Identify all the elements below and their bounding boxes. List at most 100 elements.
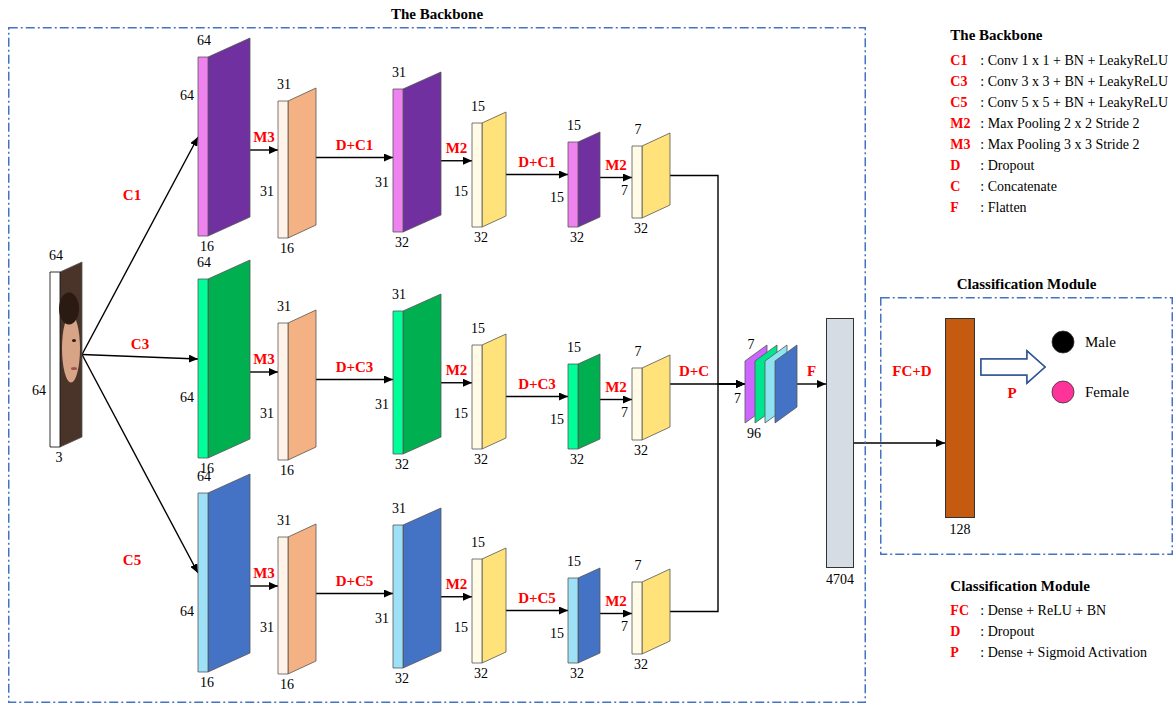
map-face — [642, 355, 670, 440]
dimension-label: 15 — [550, 412, 564, 428]
dimension-label: 31 — [392, 287, 406, 303]
legend-key: F — [950, 199, 959, 216]
feature-map-outline — [278, 524, 316, 674]
feature-map-outline — [198, 474, 250, 672]
edge-label: M3 — [251, 565, 277, 581]
map-face — [288, 88, 316, 238]
edge-label: M2 — [444, 362, 470, 378]
dimension-label: 15 — [567, 340, 581, 356]
class-dot — [1052, 331, 1074, 353]
block-arrow — [981, 351, 1045, 383]
feature-map-outline — [632, 355, 670, 440]
dimension-label: 7 — [621, 405, 628, 421]
edge-label: M2 — [603, 379, 629, 395]
legend-key: C — [950, 178, 960, 195]
legend-key: M2 — [950, 115, 970, 132]
map-depth-face — [472, 345, 482, 449]
legend-key: C1 — [950, 52, 967, 69]
feature-map-outline — [472, 548, 506, 663]
edge-label: M2 — [444, 140, 470, 156]
stacked-map — [775, 345, 797, 423]
dimension-label: 32 — [634, 221, 648, 237]
frame-heading: The Backbone — [391, 5, 483, 23]
dimension-label: 16 — [280, 677, 294, 693]
arrow-connector — [82, 355, 198, 360]
dense-vector-outline — [945, 318, 975, 518]
arrow-connector — [600, 613, 632, 614]
feature-map-outline — [393, 294, 441, 454]
arrow-connector — [506, 610, 568, 611]
feature-map: 646416 — [198, 38, 250, 236]
map-face — [288, 310, 316, 460]
arrow-connector — [316, 157, 393, 158]
edge-label: M2 — [603, 593, 629, 609]
feature-map: 313116 — [278, 524, 316, 674]
edge-label: C5 — [121, 552, 143, 568]
map-face — [288, 524, 316, 674]
map-face — [60, 262, 82, 447]
edge-label: F — [805, 363, 818, 379]
legend-key: C5 — [950, 94, 967, 111]
edge-label: D+C5 — [516, 590, 558, 606]
dimension-label: 32 — [395, 235, 409, 251]
feature-map: 151532 — [568, 354, 600, 449]
map-depth-face — [568, 364, 578, 449]
dimension-label: 128 — [950, 522, 971, 538]
face-eye — [72, 339, 76, 342]
dimension-label: 64 — [49, 248, 63, 264]
dimension-label: 7 — [621, 183, 628, 199]
dimension-label: 64 — [32, 383, 46, 399]
dimension-label: 32 — [634, 443, 648, 459]
legend-heading: Classification Module — [950, 578, 1090, 595]
output-class-outline — [1051, 380, 1075, 404]
arrow-connector — [441, 382, 472, 383]
dimension-label: 32 — [395, 457, 409, 473]
dimension-label: 64 — [197, 469, 211, 485]
feature-map: 313116 — [278, 310, 316, 460]
feature-map: 313132 — [393, 294, 441, 454]
edge-label: M2 — [444, 576, 470, 592]
arrow-connector — [506, 396, 568, 397]
dimension-label: 31 — [375, 397, 389, 413]
dimension-label: 15 — [550, 190, 564, 206]
face-skin — [62, 315, 80, 383]
dimension-label: 15 — [454, 184, 468, 200]
legend-description: : Dense + Sigmoid Activation — [980, 644, 1147, 661]
feature-map-outline — [198, 38, 250, 236]
map-depth-face — [278, 323, 288, 460]
dimension-label: 31 — [375, 175, 389, 191]
vector-bar — [827, 319, 854, 568]
feature-map: 313132 — [393, 508, 441, 668]
class-dot — [1052, 381, 1074, 403]
legend-description: : Flatten — [980, 199, 1026, 216]
class-name: Female — [1085, 384, 1129, 400]
legend-description: : Conv 3 x 3 + BN + LeakyReLU — [980, 73, 1168, 90]
backbone-frame: The Backbone6464364641631311631313215153… — [8, 27, 866, 703]
vector-bar — [946, 319, 975, 518]
flatten-vector-outline — [826, 318, 854, 568]
dimension-label: 7 — [621, 619, 628, 635]
map-depth-face — [393, 525, 403, 668]
dimension-label: 15 — [454, 406, 468, 422]
feature-map-outline — [632, 569, 670, 654]
map-face — [403, 72, 441, 232]
input-image-outline — [50, 262, 82, 447]
feature-map-outline — [632, 133, 670, 218]
map-face — [208, 38, 250, 236]
dimension-label: 64 — [180, 604, 194, 620]
dimension-label: 31 — [375, 611, 389, 627]
map-depth-face — [50, 272, 60, 447]
feature-map: 7732 — [632, 569, 670, 654]
output-class: Male — [1051, 330, 1075, 354]
arrow-connector — [250, 371, 278, 372]
edge-label: D+C — [677, 363, 711, 379]
dimension-label: 15 — [471, 99, 485, 115]
feature-map-outline — [568, 132, 600, 227]
map-face — [578, 568, 600, 663]
arrow-connector — [670, 384, 745, 612]
dimension-label: 15 — [454, 620, 468, 636]
classification-frame-outline — [880, 297, 1173, 555]
dimension-label: 64 — [180, 390, 194, 406]
map-depth-face — [278, 101, 288, 238]
arrow-connector — [250, 585, 278, 586]
